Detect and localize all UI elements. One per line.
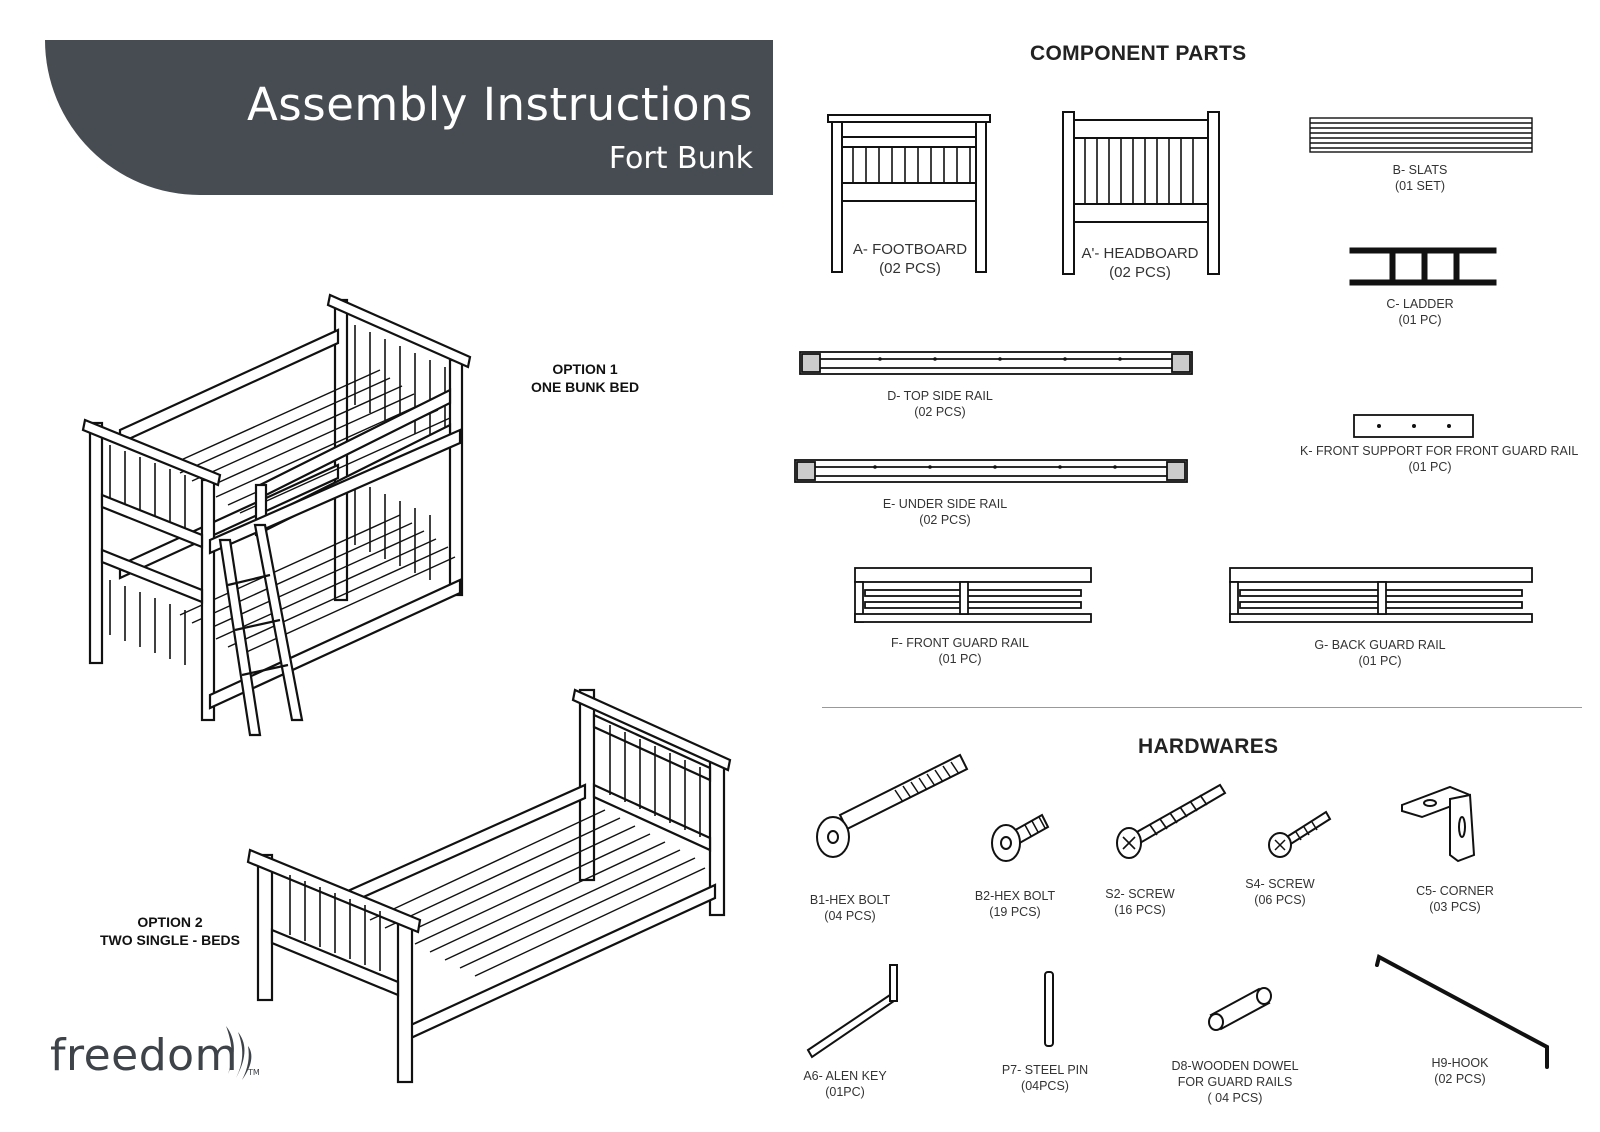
brand-leaf-icon bbox=[226, 1026, 252, 1080]
a6-alen-key-label: A6- ALEN KEY(01PC) bbox=[803, 1069, 887, 1099]
brand-name: freedom bbox=[50, 1030, 238, 1081]
h9-hook-label: H9-HOOK(02 PCS) bbox=[1431, 1056, 1489, 1086]
front-support-drawing bbox=[1353, 414, 1474, 438]
a6-alen-key-drawing bbox=[806, 964, 898, 1059]
s4-screw-drawing bbox=[1268, 810, 1332, 858]
b2-hex-bolt-label: B2-HEX BOLT(19 PCS) bbox=[974, 889, 1056, 919]
top-side-rail-label: D- TOP SIDE RAIL(02 PCS) bbox=[887, 389, 993, 419]
slats-label: B- SLATS(01 SET) bbox=[1392, 163, 1448, 193]
back-guard-rail-label: G- BACK GUARD RAIL(01 PC) bbox=[1314, 638, 1446, 668]
h9-hook-drawing bbox=[1375, 954, 1549, 1069]
p7-steel-pin-drawing bbox=[1044, 971, 1054, 1047]
component-parts-title: COMPONENT PARTS bbox=[1030, 42, 1247, 65]
under-side-rail-label: E- UNDER SIDE RAIL(02 PCS) bbox=[882, 497, 1008, 527]
c5-corner-drawing bbox=[1401, 785, 1476, 863]
ladder-label: C- LADDER(01 PC) bbox=[1386, 297, 1454, 327]
footboard-drawing bbox=[827, 114, 991, 273]
s2-screw-drawing bbox=[1116, 783, 1227, 859]
front-support-label: K- FRONT SUPPORT FOR FRONT GUARD RAIL(01… bbox=[1300, 444, 1579, 474]
headboard-drawing bbox=[1062, 111, 1220, 275]
c5-corner-label: C5- CORNER(03 PCS) bbox=[1416, 884, 1494, 914]
document-title: Assembly Instructions bbox=[247, 78, 753, 131]
s2-screw-label: S2- SCREW(16 PCS) bbox=[1105, 887, 1175, 917]
bunk-bed-illustration bbox=[81, 293, 472, 737]
s4-screw-label: S4- SCREW(06 PCS) bbox=[1245, 877, 1315, 907]
b1-hex-bolt-label: B1-HEX BOLT(04 PCS) bbox=[809, 893, 891, 923]
p7-steel-pin-label: P7- STEEL PIN(04PCS) bbox=[1001, 1063, 1089, 1093]
brand-logo: freedom bbox=[50, 1030, 238, 1081]
front-guard-rail-label: F- FRONT GUARD RAIL(01 PC) bbox=[891, 636, 1029, 666]
hardwares-title: HARDWARES bbox=[1138, 735, 1279, 758]
headboard-label: A'- HEADBOARD(02 PCS) bbox=[1081, 245, 1199, 281]
brand-trademark: TM bbox=[248, 1068, 260, 1077]
footboard-label: A- FOOTBOARD(02 PCS) bbox=[852, 241, 968, 277]
top-side-rail-drawing bbox=[799, 351, 1193, 375]
document-subtitle: Fort Bunk bbox=[608, 141, 753, 176]
front-guard-rail-drawing bbox=[854, 567, 1092, 623]
ladder-drawing bbox=[1349, 247, 1497, 286]
header-banner: Assembly Instructions Fort Bunk bbox=[45, 40, 773, 195]
back-guard-rail-drawing bbox=[1229, 567, 1533, 623]
section-divider bbox=[822, 707, 1582, 708]
under-side-rail-drawing bbox=[794, 459, 1188, 483]
b2-hex-bolt-drawing bbox=[991, 813, 1050, 862]
d8-wooden-dowel-drawing bbox=[1208, 987, 1272, 1031]
b1-hex-bolt-drawing bbox=[816, 753, 969, 858]
slats-drawing bbox=[1309, 117, 1533, 153]
single-bed-illustration bbox=[246, 688, 732, 1084]
